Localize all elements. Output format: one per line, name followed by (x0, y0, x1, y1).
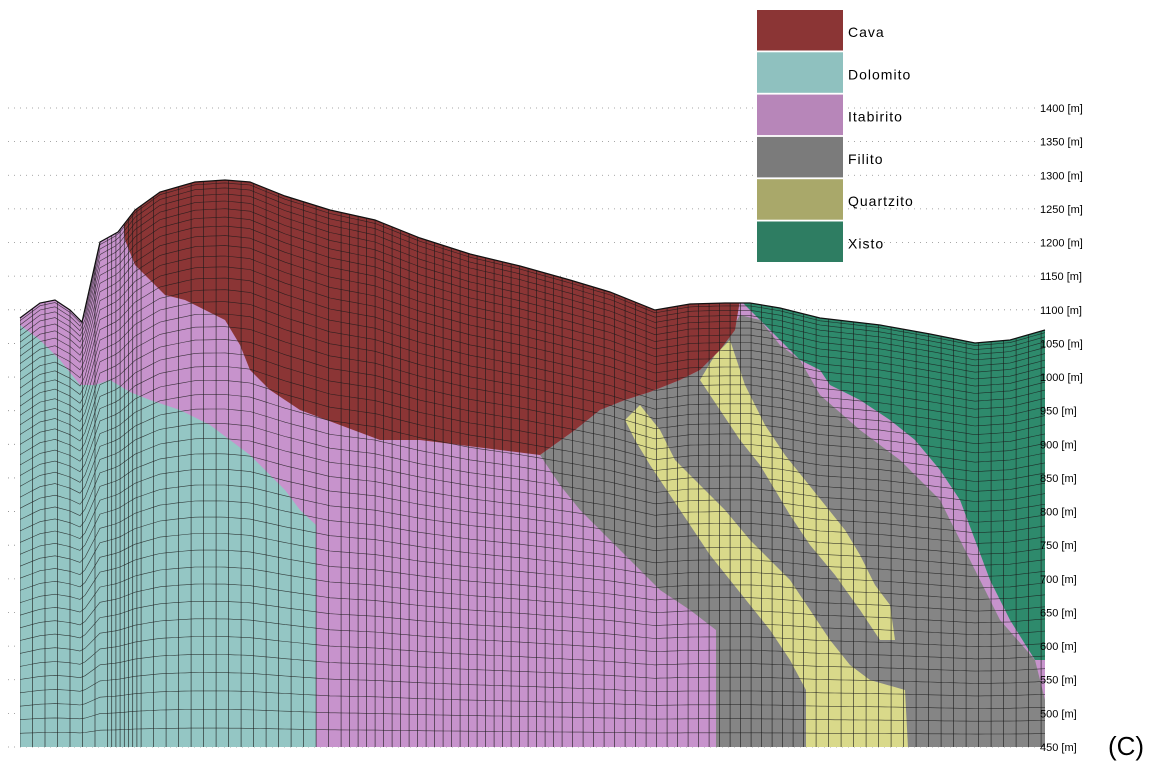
mesh-row-line (20, 352, 1045, 473)
elevation-label: 600 [m] (1040, 641, 1077, 653)
mesh-row-line (20, 709, 1045, 722)
elevation-label: 1050 [m] (1040, 338, 1083, 350)
elevation-label: 1300 [m] (1040, 170, 1083, 182)
mesh-row-line (20, 235, 1045, 387)
elevation-axis-labels: 1400 [m] 1350 [m] 1300 [m] 1250 [m] 1200 [m]… (1040, 103, 1083, 754)
mesh-row-line (20, 380, 1045, 492)
mesh-row-line (20, 516, 1045, 589)
elevation-label: 850 [m] (1040, 473, 1077, 485)
elevation-label: 1400 [m] (1040, 103, 1083, 115)
mesh-row-line (20, 453, 1045, 544)
finite-element-mesh (20, 180, 1045, 747)
mesh-row-line (20, 549, 1045, 612)
elevation-label: 500 [m] (1040, 708, 1077, 720)
lithology-legend: CavaDolomitoItabiritoFilitoQuartzitoXist… (757, 10, 914, 262)
legend-swatch-cava (757, 10, 843, 51)
terrain-surface-line (19, 179, 1046, 344)
xisto-layer (740, 300, 1045, 660)
legend-label-cava: Cava (848, 24, 885, 40)
mesh-row-line (20, 339, 1045, 463)
mesh-row-line (20, 187, 1045, 350)
mesh-row-line (20, 618, 1045, 660)
elevation-label: 650 [m] (1040, 607, 1077, 619)
mesh-row-line (20, 301, 1045, 436)
mesh-row-line (20, 193, 1045, 355)
elevation-label: 900 [m] (1040, 439, 1077, 451)
mesh-row-line (20, 208, 1045, 367)
mesh-row-line (20, 394, 1045, 502)
elevation-label: 1000 [m] (1040, 372, 1083, 384)
elevation-label: 700 [m] (1040, 574, 1077, 586)
mesh-row-line (20, 469, 1045, 555)
quartzito-band (625, 405, 908, 747)
filito-layer (540, 315, 1045, 747)
mesh-row-line (20, 690, 1045, 709)
mesh-row-line (20, 500, 1045, 578)
elevation-label: 550 [m] (1040, 675, 1077, 687)
legend-label-quartzito: Quartzito (848, 193, 914, 209)
dolomito-layer (20, 325, 316, 747)
mesh-row-line (20, 601, 1045, 648)
mesh-row-line (20, 366, 1045, 482)
legend-swatch-quartzito (757, 179, 843, 220)
mesh-row-line (20, 484, 1045, 566)
legend-label-filito: Filito (848, 151, 884, 167)
elevation-label: 450 [m] (1040, 742, 1077, 754)
elevation-label: 1350 [m] (1040, 137, 1083, 149)
mesh-row-line (20, 654, 1045, 684)
legend-label-xisto: Xisto (848, 236, 884, 252)
mesh-row-line (20, 255, 1045, 402)
elevation-label: 750 [m] (1040, 540, 1077, 552)
elevation-label: 1250 [m] (1040, 204, 1083, 216)
mesh-row-line (20, 326, 1045, 454)
mesh-row-line (20, 727, 1045, 735)
mesh-row-line (20, 672, 1045, 697)
legend-label-dolomito: Dolomito (848, 66, 911, 82)
elevation-label: 800 [m] (1040, 507, 1077, 519)
mesh-row-line (20, 438, 1045, 534)
elevation-label: 950 [m] (1040, 406, 1077, 418)
legend-swatch-filito (757, 136, 843, 178)
legend-label-itabirito: Itabirito (848, 109, 903, 125)
cross-section-model (19, 179, 1046, 747)
mesh-row-line (20, 533, 1045, 600)
legend-swatch-dolomito (757, 52, 843, 93)
mesh-row-line (20, 200, 1045, 361)
mesh-row-line (20, 216, 1045, 373)
legend-swatch-itabirito (757, 94, 843, 136)
mesh-row-line (20, 313, 1045, 444)
mesh-row-line (20, 182, 1045, 346)
legend-swatch-xisto (757, 221, 843, 262)
mesh-row-line (20, 289, 1045, 427)
panel-label: (C) (1108, 731, 1144, 761)
mesh-row-line (20, 636, 1045, 672)
elevation-label: 1100 [m] (1040, 305, 1082, 317)
mesh-row-line (20, 225, 1045, 380)
mesh-row-line (20, 277, 1045, 418)
elevation-label: 1150 [m] (1040, 271, 1082, 283)
mesh-row-line (20, 423, 1045, 523)
mesh-row-line (20, 566, 1045, 624)
mesh-row-line (20, 245, 1045, 394)
mesh-row-line (20, 408, 1045, 513)
mesh-row-line (20, 583, 1045, 636)
elevation-label: 1200 [m] (1040, 238, 1083, 250)
mesh-row-line (20, 266, 1045, 410)
quartzito-band (700, 340, 895, 640)
